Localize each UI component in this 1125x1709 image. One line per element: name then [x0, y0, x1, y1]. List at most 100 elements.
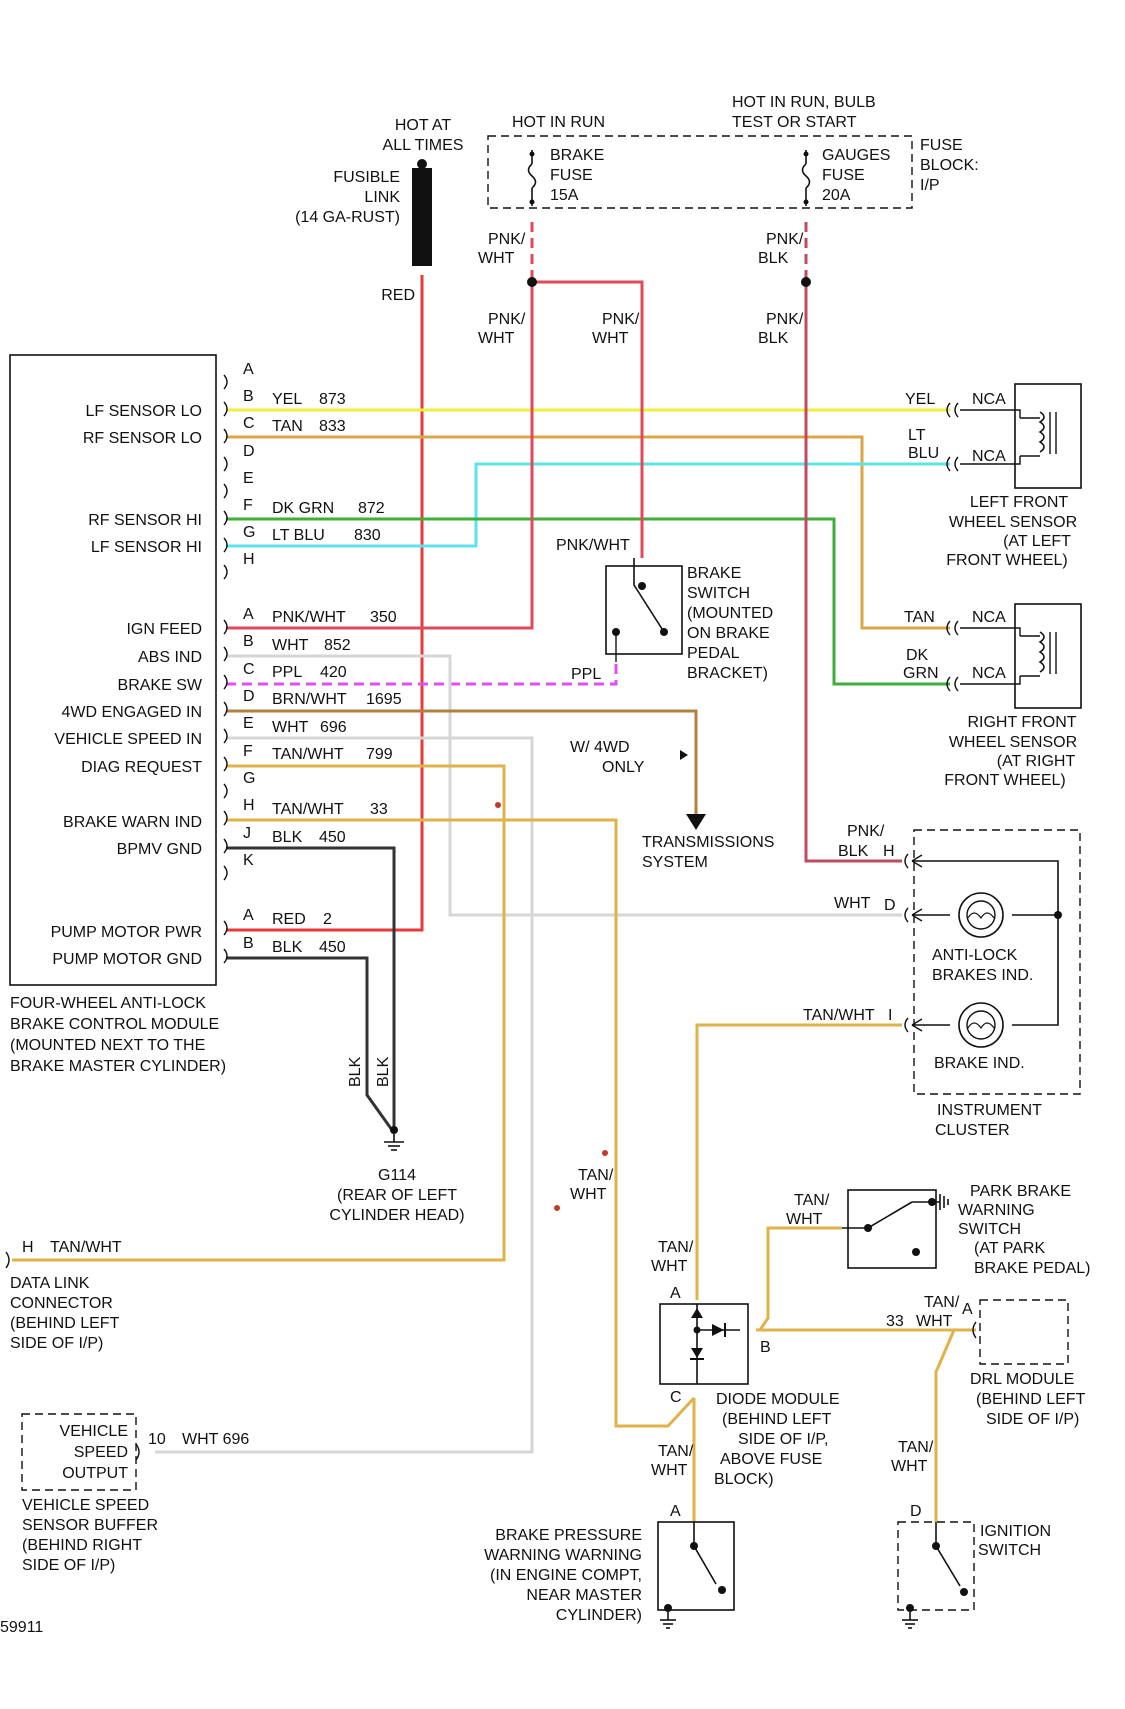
hot-at-all-times-label-2: ALL TIMES	[383, 137, 464, 154]
diode-icon	[691, 1348, 703, 1358]
function-4wd-engaged-in: 4WD ENGAGED IN	[62, 704, 202, 721]
function-vehicle-speed-in: VEHICLE SPEED IN	[54, 731, 202, 748]
hot-in-run-label: HOT IN RUN	[512, 114, 605, 131]
wire-red-main	[226, 275, 424, 932]
vssb-box-label-3: OUTPUT	[62, 1465, 128, 1482]
wire-circuit-2: 2	[323, 911, 332, 928]
wire-wht-696	[155, 736, 534, 1454]
wire-color-872: DK GRN	[272, 500, 334, 517]
vssb-label-3: (BEHIND RIGHT	[22, 1537, 142, 1554]
pin-k: K	[243, 852, 254, 869]
ignition-tan-label: TAN/	[898, 1439, 934, 1456]
wire-blk-450-bpmv	[226, 846, 396, 1130]
pressure-label-5: CYLINDER)	[556, 1607, 642, 1624]
function-brake-warn-ind: BRAKE WARN IND	[63, 814, 202, 831]
wire-circuit-852: 852	[324, 637, 351, 654]
wire-tanwht-cluster	[695, 1023, 902, 1300]
pnk-label-4: PNK/	[766, 231, 804, 248]
wire-tanwht-ignition	[934, 1329, 956, 1522]
splice-dot	[527, 277, 537, 287]
gauges-fuse-label-3: 20A	[822, 187, 851, 204]
cluster-pin-d: D	[884, 897, 896, 914]
drl-pin: A	[962, 1301, 973, 1318]
switch-arm-icon	[693, 1522, 717, 1585]
pressure-label-3: (IN ENGINE COMPT,	[490, 1567, 642, 1584]
ignition-switch: TAN/ WHT D IGNITION SWITCH	[891, 1439, 1051, 1629]
figure-id: 59911	[0, 1619, 43, 1636]
ignition-box	[897, 1521, 975, 1611]
cluster-blk-label: BLK	[838, 843, 869, 860]
sensor-leads	[960, 409, 1021, 465]
brake-switch-label-2: SWITCH	[687, 585, 750, 602]
ground-icon	[939, 1194, 949, 1210]
vssb-box-label-2: SPEED	[74, 1444, 128, 1461]
pin-d-2: D	[243, 688, 255, 705]
wire-brnwht-1695	[226, 709, 698, 814]
park-wht-label: WHT	[786, 1211, 823, 1228]
vehicle-speed-buffer: VEHICLE SPEED OUTPUT 10 WHT 696 VEHICLE …	[21, 1413, 249, 1574]
blk-vertical-label-2: BLK	[375, 1056, 392, 1087]
ebcm-caption: FOUR-WHEEL ANTI-LOCK	[10, 995, 206, 1012]
pin-e: E	[243, 470, 254, 487]
hot-in-run-bulb-label: HOT IN RUN, BULB	[732, 94, 876, 111]
pin-g-2: G	[243, 770, 255, 787]
ignition-label: IGNITION	[980, 1523, 1051, 1540]
blk-label-2: BLK	[758, 330, 789, 347]
wire-color-799: TAN/WHT	[272, 746, 344, 763]
nca-label-4: NCA	[972, 665, 1006, 682]
dlc-pin: H	[22, 1239, 34, 1256]
fusible-link-label-3: (14 GA-RUST)	[295, 209, 400, 226]
wire-circuit-350: 350	[370, 609, 397, 626]
instrument-cluster: PNK/ BLK H WHT D TAN/WHT I ANTI-LOCK BRA…	[803, 823, 1081, 1139]
drl-label-2: (BEHIND LEFT	[976, 1391, 1086, 1408]
sensor-leads	[960, 627, 1021, 685]
gauges-fuse-icon	[801, 150, 811, 206]
wht-label-3: WHT	[592, 330, 629, 347]
switch-arm-icon	[633, 558, 665, 633]
function-lf-sensor-lo: LF SENSOR LO	[86, 403, 202, 420]
pin-a: A	[243, 361, 254, 378]
connector-brackets	[223, 374, 228, 964]
marker-dot	[602, 1150, 608, 1156]
drl-module: 33 WHT TAN/ A DRL MODULE (BEHIND LEFT SI…	[886, 1294, 1086, 1428]
misc-labels: TAN/ WHT 59911	[0, 802, 614, 1636]
pin-h: H	[243, 551, 255, 568]
red-wire-label: RED	[381, 287, 415, 304]
wire-wht-852	[226, 654, 902, 917]
function-diag-request: DIAG REQUEST	[81, 759, 202, 776]
function-ign-feed: IGN FEED	[126, 621, 202, 638]
park-brake-label: PARK BRAKE	[970, 1183, 1071, 1200]
wire-color-33: TAN/WHT	[272, 801, 344, 818]
function-bpmv-gnd: BPMV GND	[117, 841, 202, 858]
pin-j: J	[243, 825, 251, 842]
pressure-wht-label: WHT	[651, 1462, 688, 1479]
wire-circuit-830: 830	[354, 527, 381, 544]
coil-icon	[1038, 411, 1045, 453]
ground-name: G114	[378, 1167, 416, 1184]
arrow-down-icon	[686, 814, 706, 830]
lt-blu-label: LT	[908, 427, 926, 444]
tan-label: TAN	[904, 609, 935, 626]
cluster-pnk-label: PNK/	[847, 823, 885, 840]
pressure-switch-box	[657, 1521, 735, 1611]
cluster-tanwht-label: TAN/WHT	[803, 1007, 875, 1024]
fuse-block-label: FUSE	[920, 137, 963, 154]
wire-circuit-873: 873	[319, 391, 346, 408]
wire-ltblu-830	[226, 462, 950, 548]
fuse-block	[487, 135, 913, 209]
blk-vertical-label: BLK	[347, 1056, 364, 1087]
pin-b: B	[243, 388, 254, 405]
wire-pnkblk-gauges	[804, 282, 902, 863]
wht-label-1: WHT	[478, 250, 515, 267]
ignition-wht-label: WHT	[891, 1458, 928, 1475]
cluster-label-2: CLUSTER	[935, 1122, 1010, 1139]
transmission-label: TRANSMISSIONS	[642, 834, 774, 851]
sensor-connector	[946, 402, 959, 472]
cluster-box	[913, 829, 1081, 1095]
pin-d: D	[243, 443, 255, 460]
pin-b-2: B	[243, 633, 254, 650]
wire-circuit-420: 420	[320, 664, 347, 681]
drl-tan-label: TAN/	[924, 1294, 960, 1311]
wire-circuit-799: 799	[366, 746, 393, 763]
